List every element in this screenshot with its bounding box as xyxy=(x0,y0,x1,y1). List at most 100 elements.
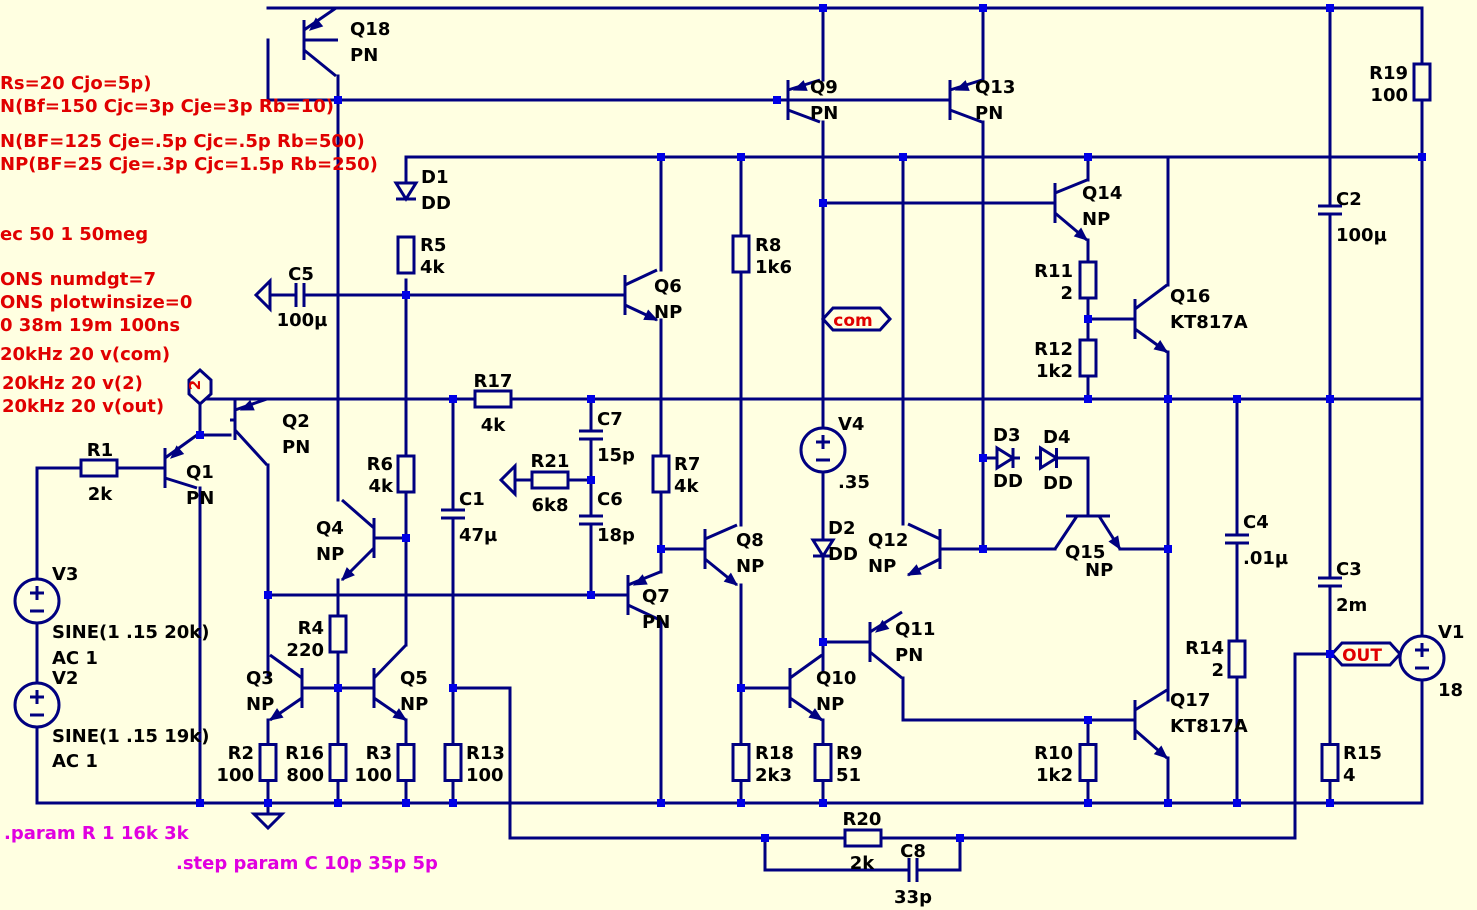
spice-directive-8: 0 38m 19m 100ns xyxy=(0,315,180,336)
value-c5: 100µ xyxy=(277,310,328,331)
wire xyxy=(451,652,1332,840)
label-q17: Q17 xyxy=(1170,690,1210,711)
junction xyxy=(587,591,595,599)
model-d1: DD xyxy=(421,193,451,214)
wire xyxy=(763,836,897,872)
junction xyxy=(1233,395,1241,403)
resistor-r11 xyxy=(1078,260,1098,300)
junction xyxy=(956,834,964,842)
labels: Q18PNQ9PNQ13PNQ14NPQ16KT817AQ6NPQ2PNQ1PN… xyxy=(0,19,1464,908)
label-v1: V1 xyxy=(1438,622,1464,643)
label-r12: R12 xyxy=(1034,339,1073,360)
junction xyxy=(334,684,342,692)
value-r18: 2k3 xyxy=(755,765,792,786)
model-q4: NP xyxy=(316,544,344,565)
model-q3: NP xyxy=(246,694,274,715)
junction xyxy=(1164,395,1172,403)
junction xyxy=(761,834,769,842)
capacitor-c4 xyxy=(1225,533,1249,545)
resistor-r8 xyxy=(731,234,751,274)
resistor-r17 xyxy=(473,389,513,409)
junction xyxy=(657,545,665,553)
value-c7: 15p xyxy=(597,445,635,466)
spice-directive-7: ONS plotwinsize=0 xyxy=(0,292,192,313)
resistor-r13 xyxy=(443,743,463,782)
capacitor-c2 xyxy=(1318,200,1342,220)
junction xyxy=(334,96,342,104)
junction xyxy=(1084,315,1092,323)
label-v2: V2 xyxy=(52,668,78,689)
value-r10: 1k2 xyxy=(1036,765,1073,786)
value-r3: 100 xyxy=(354,765,392,786)
label-r19: R19 xyxy=(1369,63,1408,84)
diode-d1 xyxy=(393,181,419,202)
capacitor-c3 xyxy=(1318,576,1342,588)
junction xyxy=(979,454,987,462)
ground-symbol xyxy=(253,277,272,313)
junction xyxy=(819,638,827,646)
spice-directive-3: N(BF=125 Cje=.5p Cjc=.5p Rb=500) xyxy=(0,131,365,152)
value-c8: 33p xyxy=(894,887,932,908)
model-q9: PN xyxy=(810,103,838,124)
label-r14: R14 xyxy=(1185,638,1224,659)
label-r11: R11 xyxy=(1034,261,1073,282)
label-q4: Q4 xyxy=(316,518,344,539)
resistor-r16 xyxy=(328,743,348,782)
value-r1: 2k xyxy=(88,484,114,505)
transistor-q14 xyxy=(1052,178,1088,242)
transistor-q11 xyxy=(867,610,903,680)
net-label-com: com xyxy=(820,306,893,332)
resistor-r20 xyxy=(843,828,883,848)
model-d3: DD xyxy=(993,471,1023,492)
label-d4: D4 xyxy=(1043,427,1070,448)
spice-directive-4: NP(BF=25 Cje=.3p Cjc=1.5p Rb=250) xyxy=(0,154,378,175)
model-q10: NP xyxy=(816,694,844,715)
transistor-q7 xyxy=(625,570,661,622)
value-r8: 1k6 xyxy=(755,257,792,278)
voltage-source-v3 xyxy=(13,577,61,625)
junction xyxy=(657,799,665,807)
junction xyxy=(737,684,745,692)
model-q7: PN xyxy=(642,612,670,633)
label-q1: Q1 xyxy=(186,462,214,483)
value-r5: 4k xyxy=(420,257,446,278)
resistor-r19 xyxy=(1412,62,1432,102)
model-q11: PN xyxy=(895,645,923,666)
label-r21: R21 xyxy=(531,451,570,472)
ac-v3: AC 1 xyxy=(52,648,98,669)
capacitor-c8 xyxy=(895,858,931,882)
junction xyxy=(1084,395,1092,403)
label-q12: Q12 xyxy=(868,530,908,551)
transistor-q3 xyxy=(268,653,304,722)
label-r10: R10 xyxy=(1034,743,1073,764)
junction xyxy=(1233,799,1241,807)
junction xyxy=(449,684,457,692)
model-q2: PN xyxy=(282,437,310,458)
spice-directive-6: ONS numdgt=7 xyxy=(0,269,156,290)
step-directive-2: .step param C 10p 35p 5p xyxy=(176,853,438,874)
voltage-source-v2 xyxy=(13,681,61,729)
label-q2: Q2 xyxy=(282,411,310,432)
junction xyxy=(1164,799,1172,807)
junction xyxy=(264,799,272,807)
label-q5: Q5 xyxy=(400,668,428,689)
label-q3: Q3 xyxy=(246,668,274,689)
transistor-q16 xyxy=(1130,283,1169,354)
value-v2: SINE(1 .15 19k) xyxy=(52,726,209,747)
label-d3: D3 xyxy=(993,425,1020,446)
label-q15: Q15 xyxy=(1065,542,1105,563)
spice-directive-1: Rs=20 Cjo=5p) xyxy=(0,73,151,94)
label-d1: D1 xyxy=(421,167,448,188)
junction xyxy=(264,591,272,599)
junction xyxy=(1326,4,1334,12)
label-d2: D2 xyxy=(828,518,855,539)
wire xyxy=(901,676,1132,722)
wire xyxy=(266,38,340,102)
spice-directive-10: 20kHz 20 v(2) xyxy=(2,373,143,394)
model-q13: PN xyxy=(975,103,1003,124)
value-r17: 4k xyxy=(481,415,507,436)
model-d4: DD xyxy=(1043,473,1073,494)
junction xyxy=(737,153,745,161)
junction xyxy=(819,199,827,207)
